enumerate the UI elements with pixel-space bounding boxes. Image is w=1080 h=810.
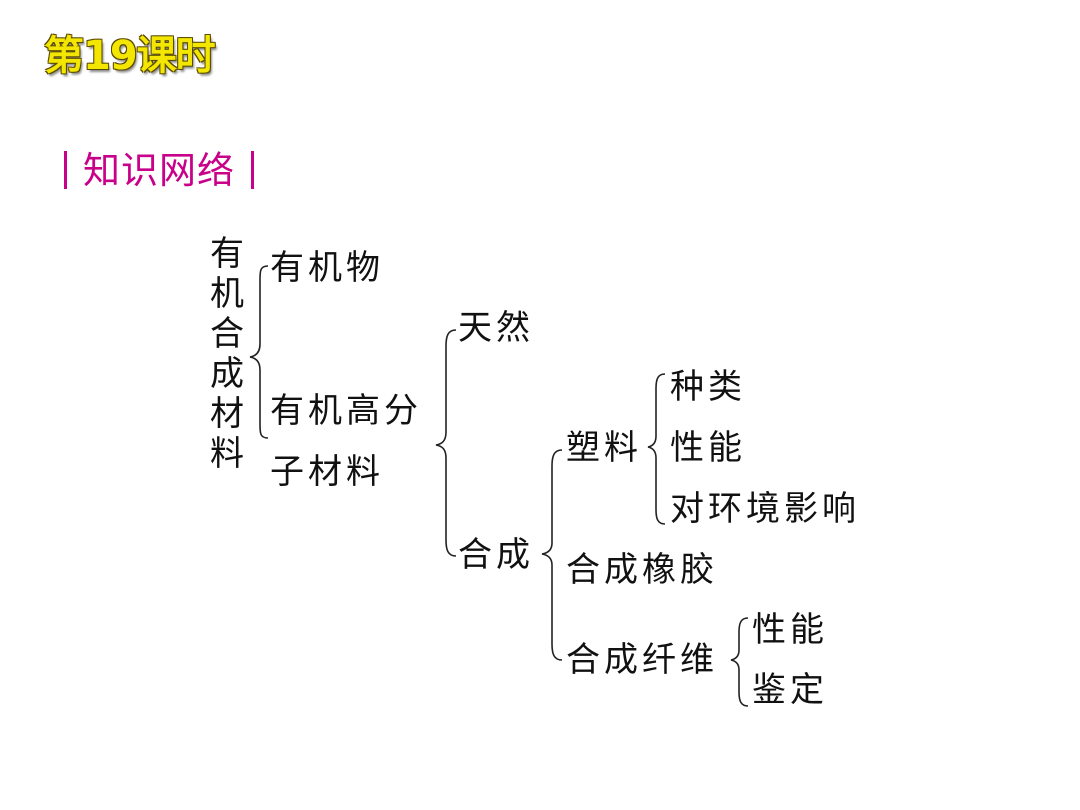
node-polymer-line1: 有机高分 (270, 391, 422, 431)
brace-polymer (435, 329, 457, 557)
node-fiber-properties: 性能 (752, 610, 828, 650)
node-synthetic-fiber: 合成纤维 (566, 640, 718, 680)
heading-bar-left (64, 151, 67, 189)
node-organic: 有机物 (270, 248, 384, 288)
brace-plastic (647, 373, 666, 525)
brace-fiber (730, 617, 749, 707)
brace-root (249, 265, 269, 439)
node-natural: 天然 (458, 308, 534, 348)
node-synthetic-rubber: 合成橡胶 (566, 550, 718, 590)
node-plastic: 塑料 (566, 428, 642, 468)
node-polymer-line2: 子材料 (270, 452, 384, 492)
node-plastic-properties: 性能 (670, 428, 746, 468)
section-heading: 知识网络 (64, 146, 254, 196)
lesson-title: 第19课时 (44, 33, 216, 79)
heading-bar-right (251, 151, 254, 189)
root-node: 有机合成材料 (210, 234, 244, 474)
node-fiber-identification: 鉴定 (752, 670, 828, 710)
node-plastic-environment: 对环境影响 (670, 489, 860, 529)
brace-synthetic (541, 449, 563, 661)
section-heading-text: 知识网络 (83, 149, 235, 192)
node-plastic-types: 种类 (670, 367, 746, 407)
node-synthetic: 合成 (458, 535, 534, 575)
